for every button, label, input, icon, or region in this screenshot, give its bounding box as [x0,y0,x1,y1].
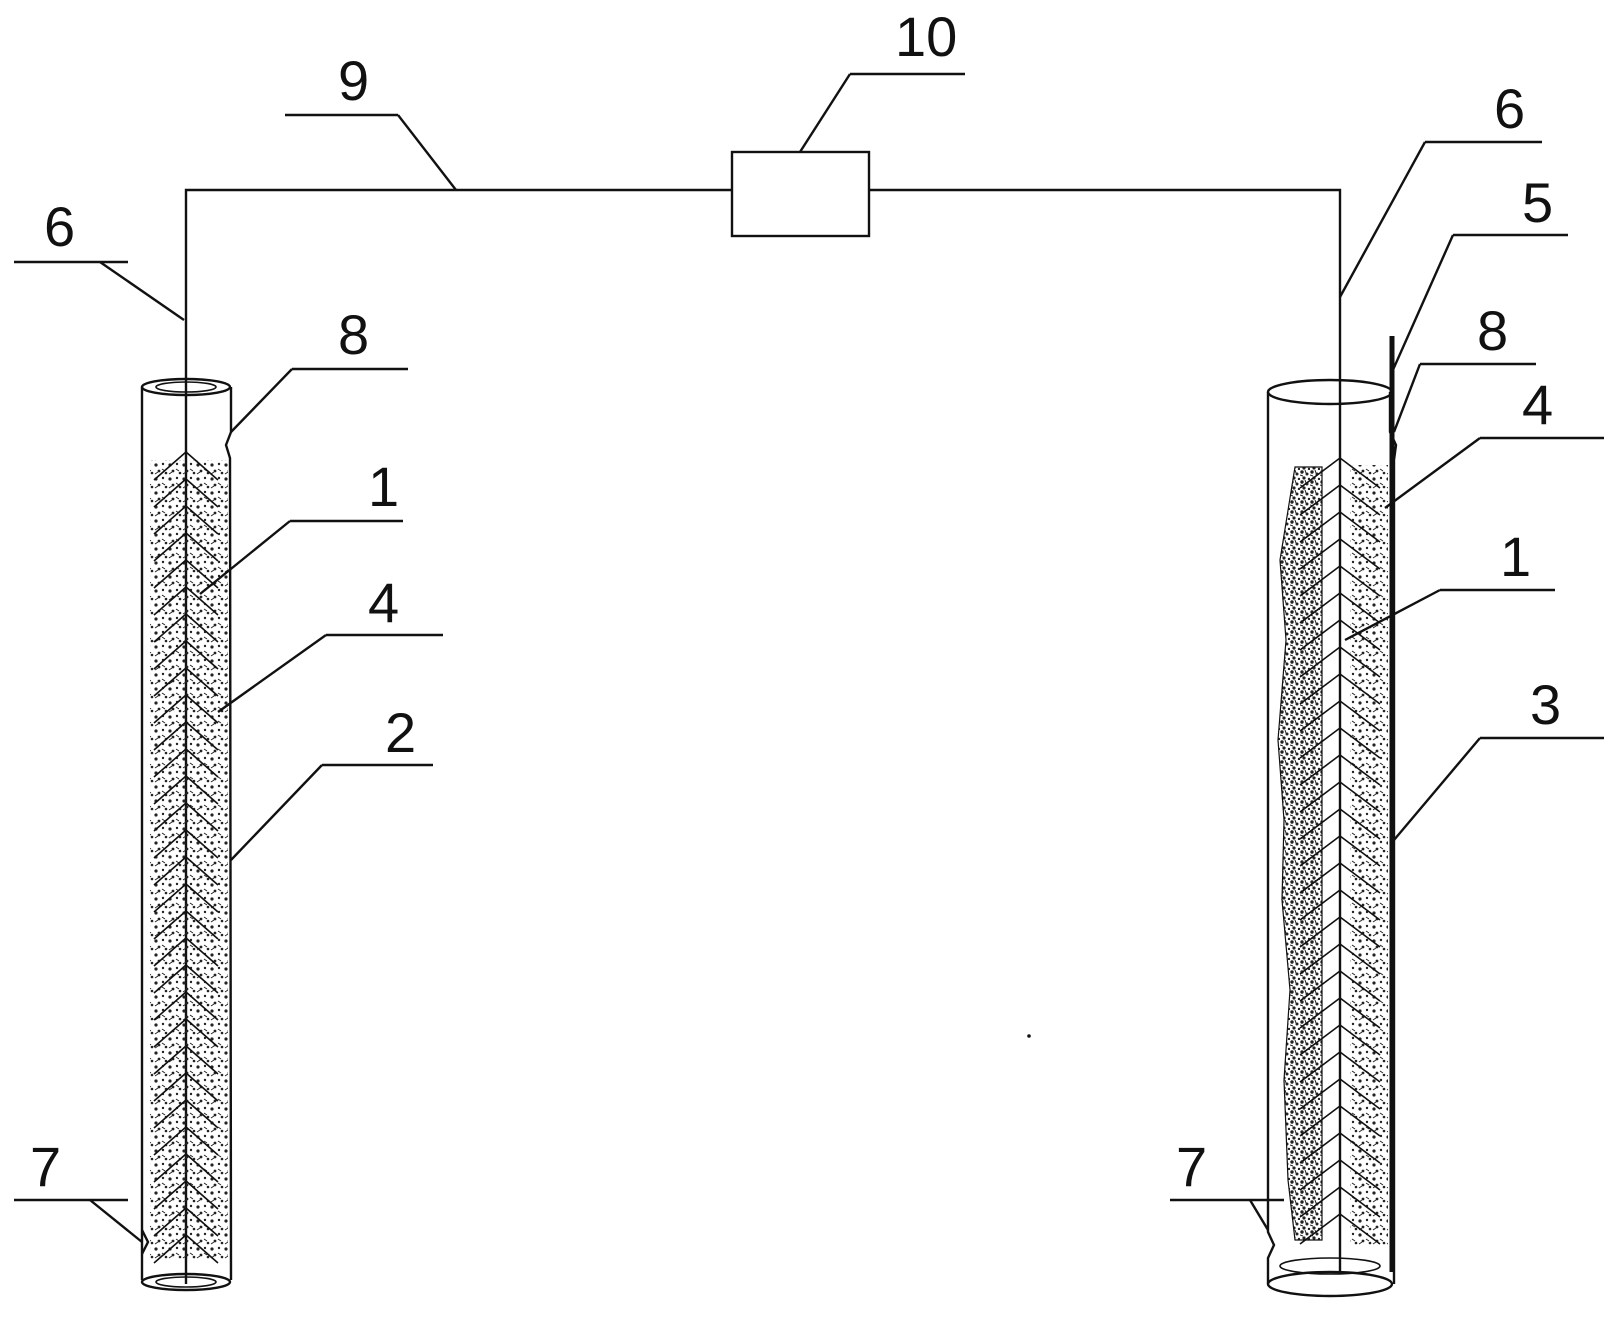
chevron-segment [153,1206,219,1237]
label-6-right: 6 [1494,77,1525,140]
chevron-segment [153,1152,219,1183]
chevron-segment [153,774,219,805]
chevron-segment [1299,1186,1381,1218]
chevron-segment [153,450,219,481]
chevron-segment [153,666,219,697]
chevron-segment [1299,808,1381,840]
chevron-segment [1299,1213,1381,1245]
chevron-segment [1299,943,1381,975]
right-pipe [1266,336,1398,1298]
chevron-segment [153,1017,219,1048]
label-3: 3 [1530,673,1561,736]
chevron-segment [1299,511,1381,543]
chevron-segment [153,1098,219,1129]
chevron-segment [153,639,219,670]
label-5: 5 [1522,171,1553,234]
label-9: 9 [338,49,369,112]
left-pipe [140,377,233,1292]
chevron-segment [153,558,219,589]
chevron-segment [153,1233,219,1264]
chevron-segment [153,693,219,724]
label-6-left: 6 [44,195,75,258]
chevron-segment [1299,673,1381,705]
chevron-segment [1299,970,1381,1002]
chevron-segment [1299,727,1381,759]
left-herringbone-electrode [153,450,219,1264]
chevron-segment [1299,997,1381,1029]
label-4-right: 4 [1522,373,1553,436]
label-7-right: 7 [1176,1135,1207,1198]
label-1-right: 1 [1500,525,1531,588]
chevron-segment [1299,484,1381,516]
chevron-segment [153,828,219,859]
chevron-segment [153,801,219,832]
chevron-segment [153,477,219,508]
chevron-segment [1299,565,1381,597]
chevron-segment [1299,700,1381,732]
chevron-segment [153,531,219,562]
label-8-left: 8 [338,303,369,366]
label-7-left: 7 [30,1135,61,1198]
chevron-segment [1299,538,1381,570]
chevron-segment [1299,1132,1381,1164]
chevron-segment [153,747,219,778]
chevron-segment [153,1179,219,1210]
chevron-segment [1299,457,1381,489]
chevron-segment [153,855,219,886]
chevron-segment [153,612,219,643]
chevron-segment [1299,835,1381,867]
control-box [730,150,871,238]
chevron-segment [1299,592,1381,624]
label-2: 2 [385,701,416,764]
chevron-segment [153,963,219,994]
chevron-segment [1299,1024,1381,1056]
chevron-segment [1299,1159,1381,1191]
chevron-segment [153,504,219,535]
chevron-segment [1299,889,1381,921]
chevron-segment [1299,862,1381,894]
chevron-segment [1299,1105,1381,1137]
chevron-segment [1299,754,1381,786]
stray-dot [1027,1034,1031,1038]
chevron-segment [153,585,219,616]
leader-lines [14,72,1604,1243]
chevron-segment [153,882,219,913]
chevron-segment [153,720,219,751]
label-1-left: 1 [368,455,399,518]
chevron-segment [1299,646,1381,678]
chevron-segment [1299,619,1381,651]
label-10: 10 [895,5,957,68]
chevron-segment [153,909,219,940]
right-herringbone-electrode [1299,457,1381,1245]
label-8-right: 8 [1477,299,1508,362]
chevron-segment [1299,1051,1381,1083]
chevron-segment [153,990,219,1021]
chevron-segment [153,936,219,967]
chevron-segment [1299,1078,1381,1110]
chevron-segment [153,1071,219,1102]
chevron-segment [153,1125,219,1156]
label-4-left: 4 [368,571,399,634]
chevron-segment [153,1044,219,1075]
chevron-segment [1299,916,1381,948]
chevron-segment [1299,781,1381,813]
